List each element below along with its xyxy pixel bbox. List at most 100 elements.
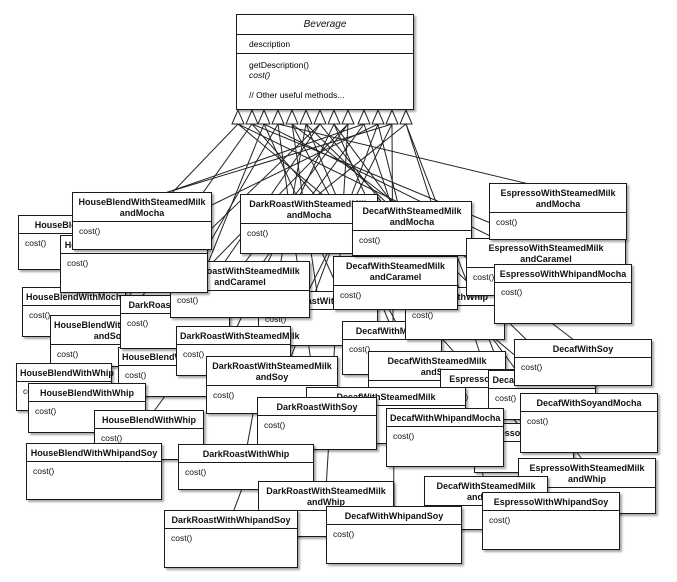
class-name: DecafWithMocha <box>355 326 429 336</box>
class-method-cost: cost() <box>29 310 51 320</box>
class-method-cost: cost() <box>25 238 47 248</box>
class-name: EspressoWithSoy <box>441 370 534 387</box>
class-method-cost: cost() <box>495 393 517 403</box>
class-method-cost: cost() <box>496 217 518 227</box>
class-divider <box>515 357 651 358</box>
class-divider <box>177 344 290 345</box>
beverage-method-getdescription: getDescription() <box>249 60 309 70</box>
class-method-cost: cost() <box>35 406 57 416</box>
class-method-cost: cost() <box>177 295 199 305</box>
class-method-cost: cost() <box>340 290 362 300</box>
generalization-arrowhead <box>357 108 371 125</box>
class-divider <box>387 426 503 427</box>
class-method-cost: cost() <box>125 370 147 380</box>
class-method-cost: cost() <box>57 349 79 359</box>
class-divider <box>483 510 619 511</box>
generalization-arrowhead <box>341 108 355 125</box>
class-method-cost: cost() <box>393 431 415 441</box>
class-method-cost: cost() <box>359 235 381 245</box>
class-method-cost: cost() <box>101 433 123 443</box>
class-name: EspressoWithSteamedMilk andCaramel <box>488 243 604 264</box>
class-name: HouseBlendWithSteamedMilk andSoy <box>54 320 181 341</box>
beverage-method-cost: cost() <box>249 70 271 80</box>
class-method-cost: cost() <box>183 349 205 359</box>
class-name: EspressoWithSteamedMilk andWhip <box>529 463 645 484</box>
class-box-decaf-with-steamed-milk-and-caramel: DecafWithSteamedMilk andCaramel cost() <box>333 256 458 310</box>
class-method-cost: cost() <box>79 226 101 236</box>
class-name: DecafWithSoyandMocha <box>536 398 642 408</box>
generalization-arrowhead <box>285 108 299 125</box>
class-name: DecafWithSteamedMilk andCaramel <box>346 261 445 282</box>
class-name: DarkRoastWithSoy <box>276 402 358 412</box>
class-method-cost: cost() <box>33 466 55 476</box>
class-name: HouseBlendWithWhip <box>40 388 134 398</box>
class-box-house-blend-with-whipand-soy: HouseBlendWithWhipandSoy cost() <box>26 443 162 500</box>
class-name: DecafWithSteamedMilk andMocha <box>362 206 462 227</box>
class-name: DarkRoastWithSteamedMilk andWhip <box>266 486 386 507</box>
beverage-methods: getDescription() cost() // Other useful … <box>237 54 413 106</box>
inheritance-line <box>277 123 559 192</box>
class-divider <box>490 212 626 213</box>
class-method-cost: cost() <box>247 228 269 238</box>
class-method-cost: cost() <box>349 344 371 354</box>
class-divider <box>17 381 111 382</box>
class-divider <box>23 305 125 306</box>
class-method-cost: cost() <box>527 416 549 426</box>
class-name: DecafWithSteamedMilk <box>336 392 436 402</box>
class-method-cost: cost() <box>501 287 523 297</box>
inheritance-line <box>237 123 413 210</box>
generalization-arrowhead <box>399 108 413 125</box>
class-divider <box>353 230 471 231</box>
class-divider <box>73 221 211 222</box>
class-name: EspressoWithSteamedMilk andMocha <box>500 188 616 209</box>
class-name: DarkRoastWithSteamedMilk andMocha <box>249 199 369 220</box>
generalization-arrowhead <box>299 108 313 125</box>
class-name: DecafWithSteamedMilk andSoy <box>387 356 487 377</box>
beverage-class-name: Beverage <box>303 19 347 30</box>
class-name: DarkRoastWithWhip <box>274 296 362 306</box>
class-box-espresso-with-whipand-mocha: EspressoWithWhipandMocha cost() <box>494 264 632 324</box>
class-name: HouseBlendWithWhip <box>102 415 196 425</box>
class-divider <box>369 380 505 381</box>
class-method-cost: cost() <box>127 318 149 328</box>
class-method-cost: cost() <box>473 272 495 282</box>
class-method-cost: cost() <box>185 467 207 477</box>
class-name: EspressoWithWhipandMocha <box>499 269 627 279</box>
class-divider <box>165 528 297 529</box>
class-box-decaf-with-steamed-milk-and-mocha: DecafWithSteamedMilk andMocha cost() <box>352 201 472 256</box>
class-divider <box>207 385 337 386</box>
class-divider <box>51 344 169 345</box>
generalization-arrowhead <box>271 108 285 125</box>
class-divider <box>327 524 461 525</box>
class-name: DecafWithWhipandMocha <box>390 413 501 423</box>
inheritance-line <box>141 123 393 201</box>
class-name: DarkRoastWithSteamedMilk <box>180 331 300 341</box>
class-divider <box>334 285 457 286</box>
generalization-arrowhead <box>385 108 399 125</box>
class-name: HouseBlendWithMocha <box>26 292 127 302</box>
class-divider <box>119 365 223 366</box>
class-method-cost: cost() <box>171 533 193 543</box>
class-divider <box>489 388 595 389</box>
class-divider <box>495 282 631 283</box>
class-divider <box>307 405 465 406</box>
class-method-cost: cost() <box>521 362 543 372</box>
class-name: HouseBlendWithWhip <box>20 368 114 378</box>
class-divider <box>27 461 161 462</box>
class-divider <box>29 401 145 402</box>
class-divider <box>171 290 309 291</box>
generalization-arrowhead <box>245 108 259 125</box>
class-method-cost: cost() <box>265 314 287 324</box>
beverage-class: Beverage description getDescription() co… <box>236 14 414 110</box>
class-divider <box>343 339 441 340</box>
class-name: HouseBlendWithWhipandSoy <box>30 448 158 458</box>
beverage-attribute: description <box>237 34 413 54</box>
class-method-cost: cost() <box>264 420 286 430</box>
class-divider <box>61 253 207 254</box>
